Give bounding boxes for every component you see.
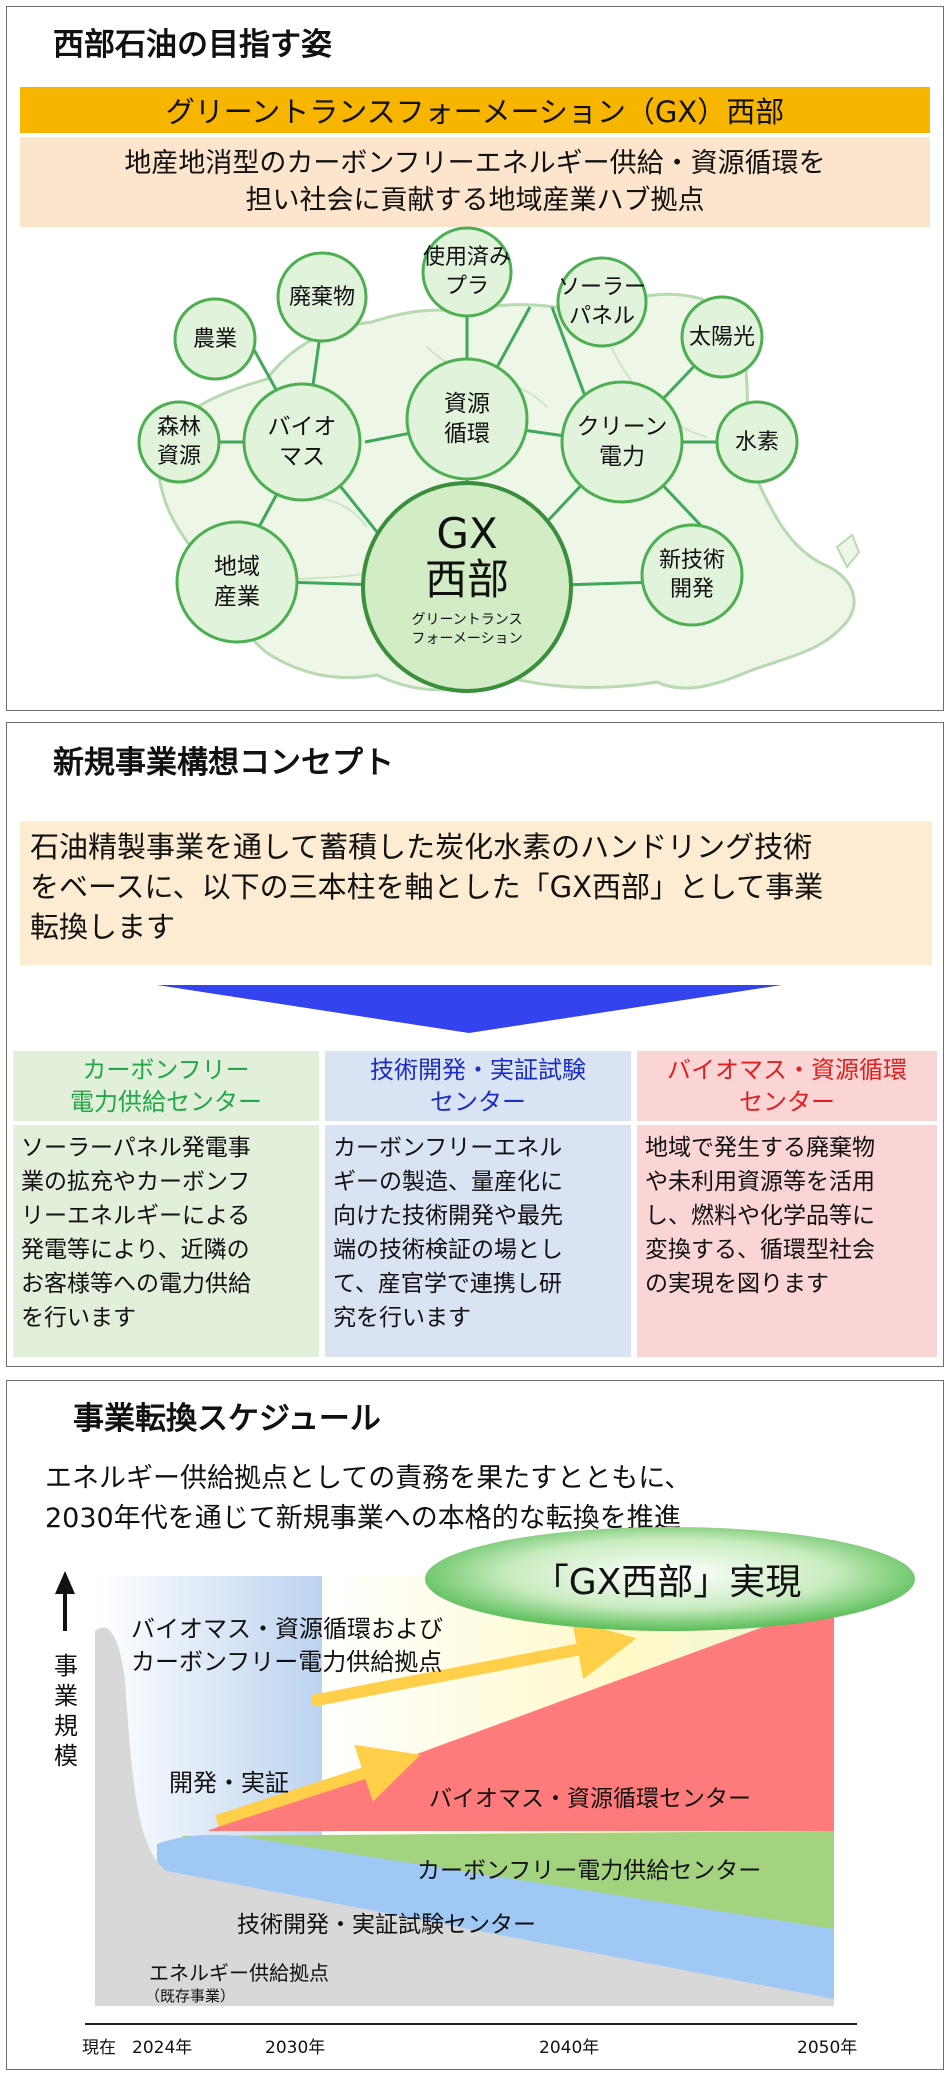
pillar-biomass-heading: バイオマス・資源循環 センター	[637, 1051, 937, 1121]
phase-label: バイオマス・資源循環および カーボンフリー電力供給拠点	[131, 1615, 443, 1676]
hub-subtitle: グリーントランス フォーメーション	[411, 612, 523, 647]
node-chiiki-sangyou: 地域 産業	[214, 554, 260, 610]
gx-banner: グリーントランスフォーメーション（GX）西部	[20, 87, 930, 133]
schedule-title: 事業転換スケジュール	[73, 1401, 381, 1437]
band-energy-label: エネルギー供給拠点	[149, 1961, 329, 1985]
y-axis-label: 事業規模	[54, 1652, 78, 1770]
schedule-subtitle: エネルギー供給拠点としての責務を果たすとともに、 2030年代を通じて新規事業へ…	[45, 1463, 692, 1534]
pillar-carbonfree-heading: カーボンフリー 電力供給センター	[13, 1051, 319, 1121]
pillar-carbonfree-body: ソーラーパネル発電事 業の拡充やカーボンフ リーエネルギーによる 発電等により、…	[13, 1125, 319, 1357]
node-nougyou: 農業	[192, 326, 237, 352]
band-energy	[95, 1627, 834, 2006]
schedule-panel: 事業転換スケジュール エネルギー供給拠点としての責務を果たすとともに、 2030…	[6, 1380, 944, 2070]
band-energy-note: （既存事業）	[145, 1987, 236, 2005]
node-biomass: バイオ マス	[267, 414, 337, 470]
pillar-tech-heading: 技術開発・実証試験 センター	[325, 1051, 631, 1121]
band-tech	[157, 1834, 834, 1999]
x-label-2030: 2030年	[265, 2038, 326, 2058]
concept-intro: 石油精製事業を通して蓄積した炭化水素のハンドリング技術 をベースに、以下の三本柱…	[20, 821, 932, 965]
hub-gx-seibu: GX 西部	[424, 509, 509, 604]
node-used-plastic: 使用済み プラ	[422, 245, 511, 299]
concept-title: 新規事業構想コンセプト	[53, 745, 394, 781]
gx-network-diagram	[137, 226, 861, 693]
vision-title: 西部石油の目指す姿	[53, 27, 332, 63]
band-biomass-label: バイオマス・資源循環センター	[429, 1786, 751, 1812]
node-solar-panel: ソーラー パネル	[557, 275, 646, 329]
node-suiso: 水素	[734, 429, 779, 455]
mission-statement: 地産地消型のカーボンフリーエネルギー供給・資源循環を 担い社会に貢献する地域産業…	[20, 137, 930, 227]
concept-panel: 新規事業構想コンセプト 石油精製事業を通して蓄積した炭化水素のハンドリング技術 …	[6, 722, 944, 1367]
node-taiyoukou: 太陽光	[688, 324, 755, 350]
node-clean-power: クリーン 電力	[576, 414, 668, 470]
band-tech-label: 技術開発・実証試験センター	[237, 1912, 536, 1938]
dev-label: 開発・実証	[169, 1769, 289, 1797]
x-label-2050: 2050年	[797, 2038, 858, 2058]
pillar-tech-body: カーボンフリーエネル ギーの製造、量産化に 向けた技術開発や最先 端の技術検証の…	[325, 1125, 631, 1357]
vision-panel: 西部石油の目指す姿 グリーントランスフォーメーション（GX）西部 地産地消型のカ…	[6, 6, 944, 711]
down-arrow	[157, 985, 782, 1033]
x-label-now: 現在	[82, 2038, 116, 2058]
goal-label: 「GX西部」実現	[532, 1562, 802, 1603]
x-label-2040: 2040年	[539, 2038, 600, 2058]
node-shingijutsu: 新技術 開発	[658, 548, 725, 602]
pillar-biomass-body: 地域で発生する廃棄物 や未利用資源等を活用 し、燃料や化学品等に 変換する、循環…	[637, 1125, 937, 1357]
node-shinrin: 森林 資源	[156, 415, 201, 469]
band-carbonfree-label: カーボンフリー電力供給センター	[417, 1858, 762, 1884]
node-shigen-junkan: 資源 循環	[444, 391, 490, 447]
node-haikibutsu: 廃棄物	[288, 284, 355, 310]
schedule-chart	[55, 1527, 915, 2025]
x-label-2024: 2024年	[132, 2038, 193, 2058]
